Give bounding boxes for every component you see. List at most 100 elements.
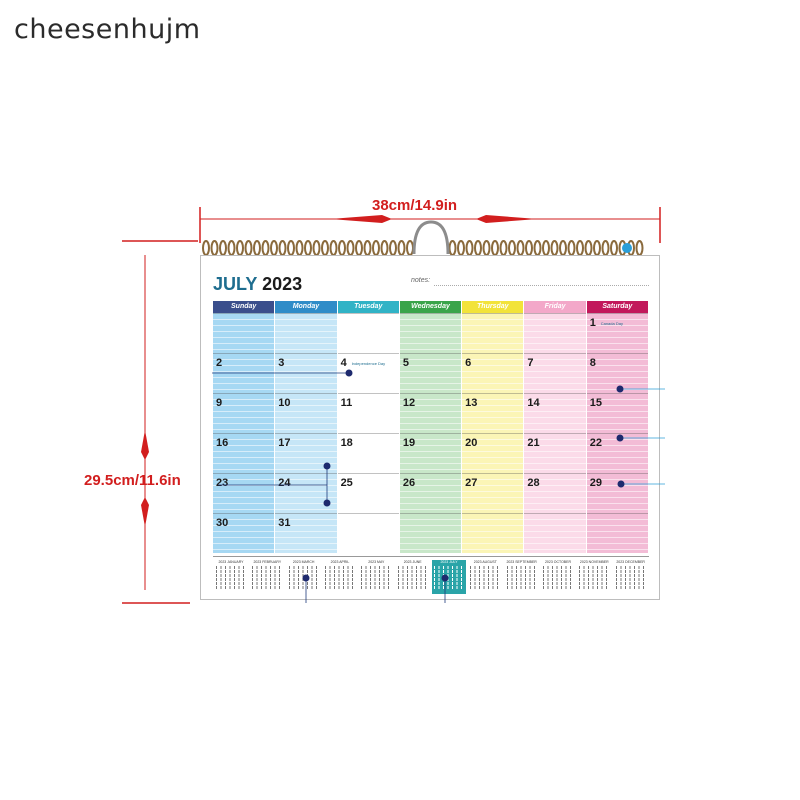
- date-number: 5: [402, 357, 409, 369]
- date-number: 8: [589, 357, 596, 369]
- date-cell: 30: [213, 513, 275, 553]
- date-cell: [213, 313, 275, 353]
- mini-month-row: [543, 582, 573, 585]
- date-number: 18: [340, 437, 353, 449]
- date-cell: [524, 513, 586, 553]
- mini-month-row: [543, 574, 573, 577]
- mini-month-row: [615, 574, 646, 577]
- callout-dot: [617, 480, 625, 488]
- date-cell: 25: [337, 473, 399, 513]
- date-cell: [399, 313, 462, 353]
- date-cell: 18: [337, 433, 399, 473]
- mini-month-row: [579, 578, 610, 581]
- mini-month-row: [361, 578, 392, 581]
- date-cell: 15: [586, 393, 648, 433]
- mini-month: 2023 JULY: [432, 560, 466, 594]
- mini-month-row: [434, 578, 464, 581]
- date-number: 30: [216, 517, 229, 529]
- mini-month-row: [216, 586, 246, 589]
- width-arrow-right: [476, 215, 538, 223]
- mini-month-row: [470, 570, 501, 573]
- day-column: Sunday 2 9 16 23 30: [213, 301, 276, 553]
- mini-month-row: [470, 586, 501, 589]
- date-cell: [399, 513, 462, 553]
- day-header: Tuesday: [337, 301, 399, 313]
- mini-month-row: [543, 566, 573, 569]
- mini-month-row: [361, 586, 392, 589]
- day-header: Saturday: [586, 301, 648, 313]
- date-number: 24: [278, 477, 291, 489]
- hanger-hook: [412, 220, 450, 255]
- date-number: 21: [527, 437, 540, 449]
- mini-month-title: 2023 APRIL: [330, 560, 350, 564]
- date-cell: [337, 513, 399, 553]
- mini-month-row: [506, 566, 537, 569]
- mini-month-row: [579, 582, 610, 585]
- callout-dot: [302, 574, 310, 582]
- date-cell: 8: [586, 353, 648, 393]
- mini-month-row: [288, 570, 319, 573]
- day-header: Sunday: [213, 301, 275, 313]
- mini-month-row: [434, 574, 464, 577]
- mini-month-row: [615, 578, 646, 581]
- mini-month-row: [361, 570, 392, 573]
- mini-month-row: [397, 586, 428, 589]
- mini-month-row: [543, 570, 573, 573]
- date-cell: [462, 313, 524, 353]
- date-cell: 26: [399, 473, 462, 513]
- mini-month-title: 2023 JULY: [440, 560, 458, 564]
- watermark-text: cheesenhujm: [14, 14, 201, 45]
- mini-month-row: [252, 582, 283, 585]
- mini-month-title: 2023 OCTOBER: [544, 560, 571, 564]
- date-number: 2: [216, 357, 223, 369]
- mini-month-row: [434, 586, 464, 589]
- date-cell: 23: [213, 473, 275, 513]
- mini-month-row: [615, 586, 646, 589]
- date-cell: 16: [213, 433, 275, 473]
- date-number: 29: [589, 477, 602, 489]
- mini-month-title: 2023 FEBRUARY: [253, 560, 282, 564]
- date-number: 22: [589, 437, 602, 449]
- date-number: 13: [465, 397, 478, 409]
- date-number: 6: [465, 357, 472, 369]
- date-number: 20: [465, 437, 478, 449]
- date-number: 16: [216, 437, 229, 449]
- date-cell: 31: [275, 513, 337, 553]
- day-header: Thursday: [462, 301, 524, 313]
- mini-month-row: [325, 578, 355, 581]
- date-cell: [462, 513, 524, 553]
- date-number: 9: [216, 397, 223, 409]
- notes-line: [434, 285, 649, 286]
- mini-month-row: [361, 574, 392, 577]
- date-number: 3: [278, 357, 285, 369]
- mini-month-row: [470, 582, 501, 585]
- blue-dot-icon: [622, 243, 632, 253]
- mini-month: 2023 JANUARY: [214, 560, 248, 594]
- date-cell: 20: [462, 433, 524, 473]
- mini-month-title: 2023 JUNE: [403, 560, 422, 564]
- date-number: 17: [278, 437, 291, 449]
- mini-month-row: [506, 582, 537, 585]
- mini-month-title: 2023 NOVEMBER: [579, 560, 609, 564]
- mini-month: 2023 MAY: [359, 560, 393, 594]
- date-cell: 29: [586, 473, 648, 513]
- mini-month-title: 2023 AUGUST: [473, 560, 497, 564]
- date-cell: 27: [462, 473, 524, 513]
- date-number: 12: [402, 397, 416, 409]
- mini-month-row: [288, 586, 319, 589]
- date-cell: 19: [399, 433, 462, 473]
- mini-month-row: [470, 574, 501, 577]
- mini-month-row: [361, 566, 392, 569]
- callout-dot: [616, 385, 624, 393]
- date-number: 7: [527, 357, 534, 369]
- mini-month-row: [397, 566, 428, 569]
- mini-month-row: [325, 574, 355, 577]
- mini-month-row: [325, 566, 355, 569]
- mini-month-row: [288, 566, 319, 569]
